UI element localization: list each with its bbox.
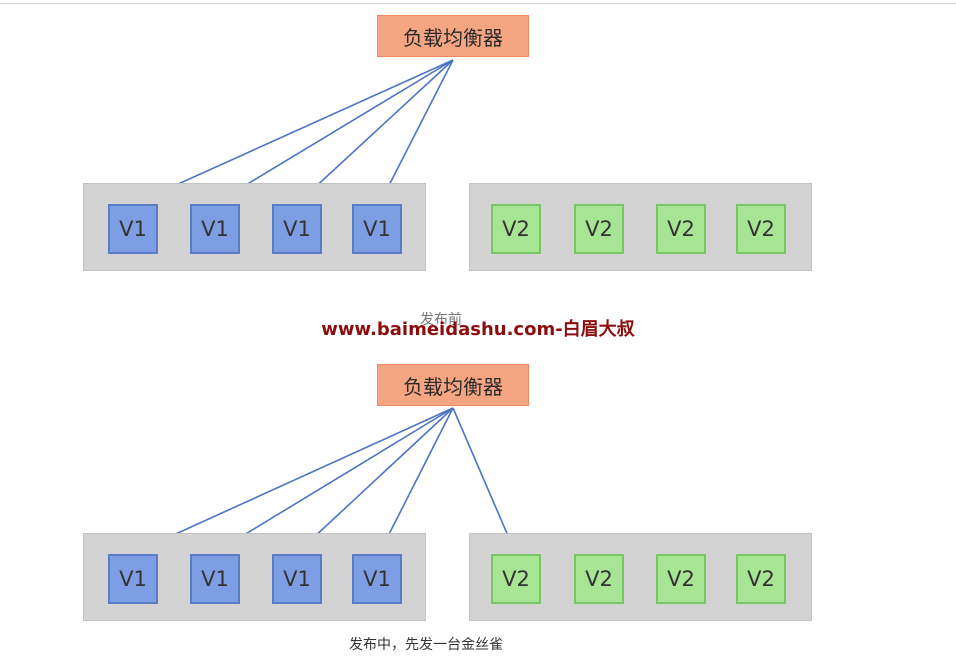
- v1-node: V1: [272, 204, 322, 254]
- top-divider: [0, 3, 956, 4]
- v2-node: V2: [656, 204, 706, 254]
- v1-node: V1: [108, 204, 158, 254]
- v1-node: V1: [190, 554, 240, 604]
- arrow-lb2-to-v1-2: [215, 407, 454, 553]
- arrow-lb2-to-v2-canary: [452, 407, 516, 553]
- arrow-lb-to-v1-3: [297, 59, 454, 204]
- v2-node: V2: [656, 554, 706, 604]
- arrow-lb-to-v1-1: [135, 59, 454, 204]
- caption-during: 发布中，先发一台金丝雀: [349, 637, 503, 653]
- arrow-lb2-to-v1-4: [379, 407, 454, 553]
- arrow-lb2-to-v1-1: [135, 407, 454, 553]
- load-balancer-before: 负载均衡器: [377, 15, 529, 57]
- v2-group-during: V2 V2 V2 V2: [469, 533, 812, 621]
- v1-node: V1: [190, 204, 240, 254]
- arrow-lb-to-v1-4: [379, 59, 454, 204]
- v1-group-before: V1 V1 V1 V1: [83, 183, 426, 271]
- v2-node: V2: [491, 204, 541, 254]
- v2-canary-node: V2: [491, 554, 541, 604]
- load-balancer-during: 负载均衡器: [377, 364, 529, 406]
- v2-node: V2: [736, 554, 786, 604]
- v1-node: V1: [352, 204, 402, 254]
- v2-group-before: V2 V2 V2 V2: [469, 183, 812, 271]
- v2-node: V2: [574, 204, 624, 254]
- watermark: www.baimeidashu.com-白眉大叔: [321, 319, 635, 340]
- v1-node: V1: [352, 554, 402, 604]
- v2-node: V2: [736, 204, 786, 254]
- v1-group-during: V1 V1 V1 V1: [83, 533, 426, 621]
- v1-node: V1: [272, 554, 322, 604]
- arrow-lb2-to-v1-3: [297, 407, 454, 553]
- v1-node: V1: [108, 554, 158, 604]
- v2-node: V2: [574, 554, 624, 604]
- caption-before: 发布前: [420, 312, 462, 328]
- arrow-lb-to-v1-2: [215, 59, 454, 204]
